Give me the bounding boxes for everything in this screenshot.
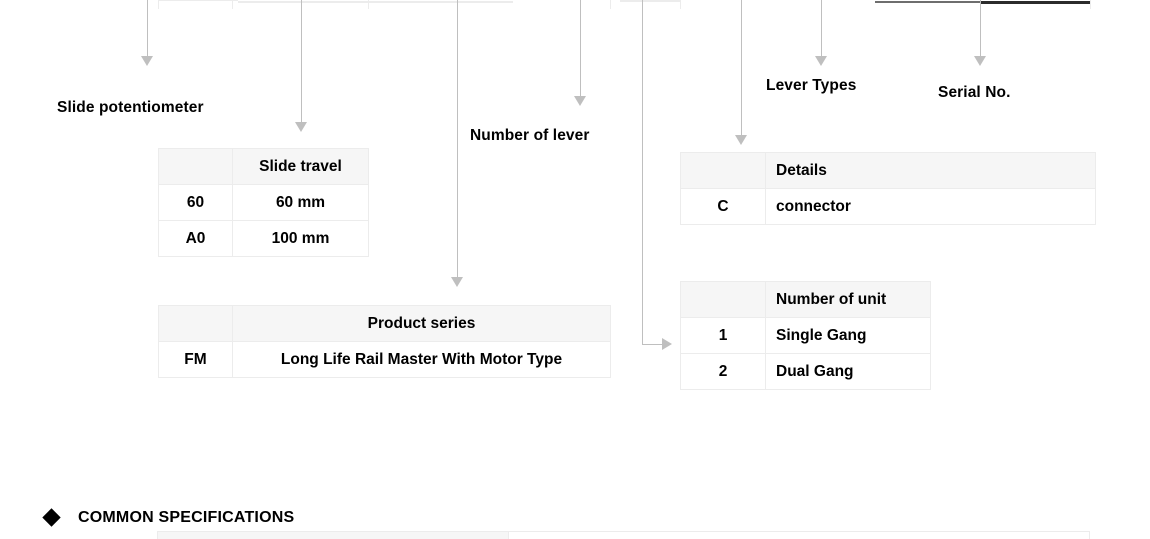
number-of-unit-header: Number of unit [765, 281, 931, 318]
table-row: FM Long Life Rail Master With Motor Type [158, 341, 611, 378]
top-table-remnant-line-i [875, 1, 980, 3]
table-number-of-unit: Number of unit 1 Single Gang 2 Dual Gang [680, 281, 931, 390]
callout-serial-no: Serial No. [938, 84, 1011, 101]
table-row: 60 60 mm [158, 184, 369, 221]
details-desc: connector [765, 188, 1096, 225]
table-row: 1 Single Gang [680, 317, 931, 354]
table-row: 2 Dual Gang [680, 353, 931, 390]
callout-number-of-lever: Number of lever [470, 127, 590, 144]
table-product-series: Product series FM Long Life Rail Master … [158, 305, 611, 378]
top-table-remnant-line-g [620, 0, 680, 2]
arrow-details [735, 0, 748, 149]
table-details: Details C connector [680, 152, 1096, 225]
top-table-remnant-line-a [158, 0, 238, 1]
callout-slide-potentiometer: Slide potentiometer [57, 99, 204, 116]
arrow-lever-types [815, 0, 828, 70]
common-specifications-table-fragment-label-cell [158, 532, 509, 539]
diamond-bullet-icon [42, 508, 61, 527]
number-of-unit-code: 2 [680, 353, 766, 390]
top-table-remnant-line-b [232, 0, 233, 9]
slide-travel-header-blank [158, 148, 233, 185]
product-series-code: FM [158, 341, 233, 378]
table-row: C connector [680, 188, 1096, 225]
common-specifications-table-fragment [157, 531, 1090, 539]
table-slide-travel: Slide travel 60 60 mm A0 100 mm [158, 148, 369, 257]
product-series-header-blank [158, 305, 233, 342]
slide-travel-code: 60 [158, 184, 233, 221]
table-row: Product series [158, 305, 611, 342]
table-row: A0 100 mm [158, 220, 369, 257]
number-of-unit-header-blank [680, 281, 766, 318]
details-header-blank [680, 152, 766, 189]
callout-lever-types: Lever Types [766, 77, 857, 94]
details-header: Details [765, 152, 1096, 189]
slide-travel-code: A0 [158, 220, 233, 257]
details-code: C [680, 188, 766, 225]
product-series-header: Product series [232, 305, 611, 342]
section-heading-common-specifications: COMMON SPECIFICATIONS [78, 509, 295, 526]
top-table-remnant-line-d [368, 0, 369, 9]
arrow-serial-no [974, 0, 987, 70]
number-of-unit-desc: Single Gang [765, 317, 931, 354]
top-table-remnant-left [158, 0, 159, 9]
table-row: Slide travel [158, 148, 369, 185]
arrow-product-series [451, 0, 464, 291]
table-row: Details [680, 152, 1096, 189]
arrow-number-of-unit-elbow [642, 0, 682, 350]
top-table-remnant-line-h [680, 0, 681, 9]
number-of-unit-code: 1 [680, 317, 766, 354]
slide-travel-desc: 60 mm [232, 184, 369, 221]
number-of-unit-desc: Dual Gang [765, 353, 931, 390]
product-series-desc: Long Life Rail Master With Motor Type [232, 341, 611, 378]
slide-travel-desc: 100 mm [232, 220, 369, 257]
top-table-remnant-line-c [238, 1, 368, 3]
top-table-remnant-line-f [610, 0, 611, 9]
arrow-slide-potentiometer [141, 0, 154, 70]
top-table-remnant-line-e [368, 1, 513, 3]
arrow-number-of-lever [574, 0, 587, 110]
slide-travel-header: Slide travel [232, 148, 369, 185]
top-table-remnant-line-k [1090, 0, 1091, 9]
top-table-remnant-line-j [980, 1, 1090, 4]
table-row: Number of unit [680, 281, 931, 318]
arrow-slide-travel [295, 0, 308, 136]
